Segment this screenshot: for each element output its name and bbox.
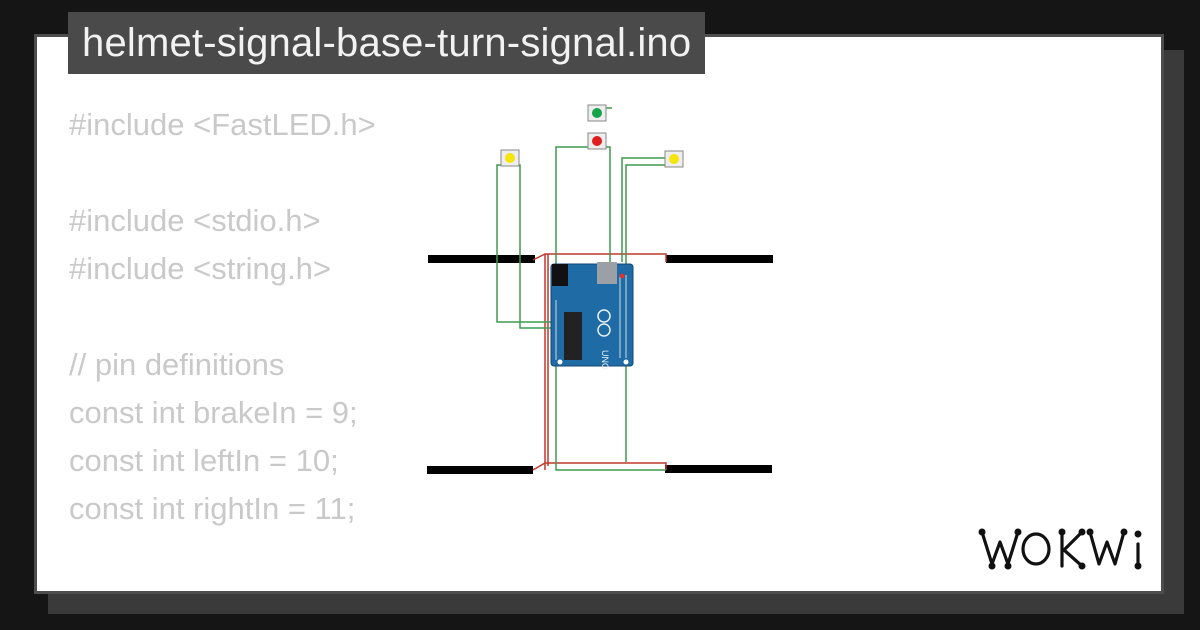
board-label: UNO bbox=[600, 350, 610, 370]
usb-port bbox=[597, 262, 617, 284]
led-yellow-left[interactable] bbox=[500, 149, 520, 167]
wokwi-logo[interactable] bbox=[978, 522, 1150, 574]
code-line: // pin definitions bbox=[69, 347, 285, 382]
led-strip-top-left bbox=[428, 255, 535, 263]
led-strip-top-right bbox=[666, 255, 773, 263]
led-strip-bottom-left bbox=[427, 466, 533, 474]
code-line: #include <string.h> bbox=[69, 251, 331, 286]
led-yellow-right[interactable] bbox=[664, 150, 684, 168]
code-line: #include <FastLED.h> bbox=[69, 107, 376, 142]
code-line: #include <stdio.h> bbox=[69, 203, 321, 238]
code-line: const int rightIn = 11; bbox=[69, 491, 356, 526]
code-line: const int leftIn = 10; bbox=[69, 443, 339, 478]
led-green[interactable] bbox=[587, 104, 607, 122]
power-wires bbox=[532, 253, 667, 471]
code-line: const int NUM_LEDS = 60; bbox=[69, 581, 440, 591]
project-title-bar: helmet-signal-base-turn-signal.ino bbox=[68, 12, 706, 74]
mcu-chip bbox=[564, 312, 582, 360]
arduino-uno-board[interactable]: UNO bbox=[550, 262, 634, 370]
project-title: helmet-signal-base-turn-signal.ino bbox=[82, 20, 692, 65]
code-preview: #include <FastLED.h> #include <stdio.h> … bbox=[69, 101, 440, 591]
header-pins bbox=[555, 275, 627, 360]
led-strip-bottom-right bbox=[665, 465, 772, 473]
code-line: const int brakeIn = 9; bbox=[69, 395, 358, 430]
led-red[interactable] bbox=[587, 132, 607, 150]
power-jack bbox=[552, 264, 568, 286]
